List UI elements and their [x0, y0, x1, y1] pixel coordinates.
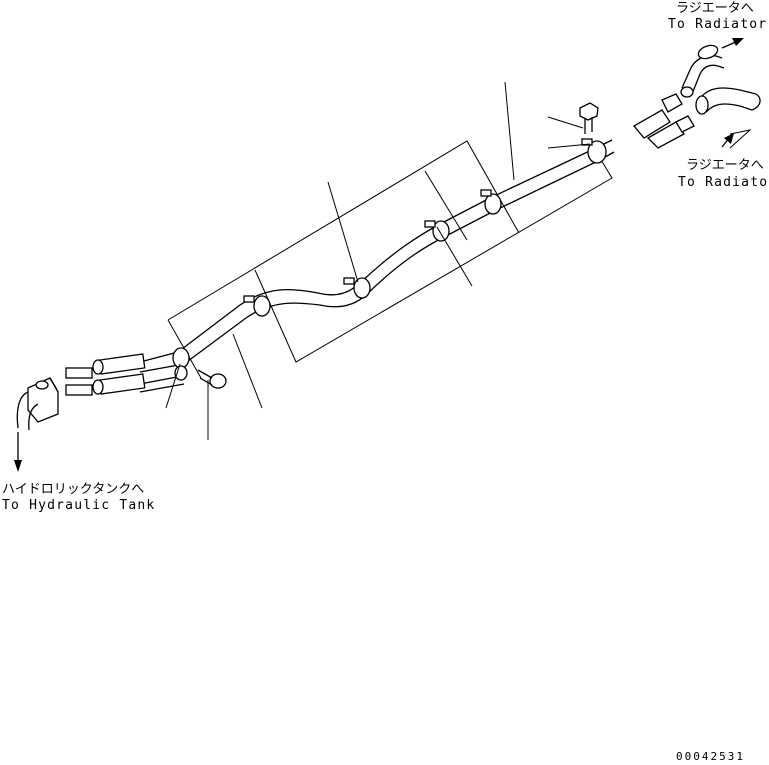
elbow-fitting-icon: [680, 44, 725, 98]
radiator-right-label-jp: ラジエータへ: [686, 158, 764, 173]
pipe-clamp-icon: [480, 189, 502, 215]
hose-icon: [633, 93, 695, 149]
hose-icon: [65, 353, 146, 396]
hydraulic-pipe: [139, 139, 615, 393]
hydraulic-tank-label-jp: ハイドロリックタンクへ: [2, 482, 144, 497]
arrow-icon: [721, 133, 734, 148]
pipe-clamp-icon: [343, 277, 371, 299]
bolt-icon: [579, 102, 599, 134]
pipe-clamp-icon: [243, 295, 271, 317]
arrow-icon: [14, 432, 22, 472]
arrow-icon: [721, 38, 744, 49]
pipe-clamp-icon: [581, 138, 607, 164]
radiator-top-label-en: To Radiator: [668, 17, 767, 32]
radiator-top-label-jp: ラジエータへ: [676, 1, 754, 16]
bolt-icon: [197, 369, 227, 389]
drawing-number: 00042531: [676, 750, 745, 763]
pipe-clamp-icon: [424, 220, 450, 242]
pipe-clamps: [172, 138, 607, 381]
assembly-frame: [167, 140, 613, 379]
elbow-fitting-icon: [695, 87, 761, 115]
radiator-right-label-en: To Radiator: [678, 175, 769, 190]
elbow-fitting-icon: [16, 377, 59, 431]
pipe-clamp-icon: [172, 347, 190, 381]
leader-lines: [165, 81, 752, 440]
hydraulic-tank-label-en: To Hydraulic Tank: [2, 498, 155, 513]
